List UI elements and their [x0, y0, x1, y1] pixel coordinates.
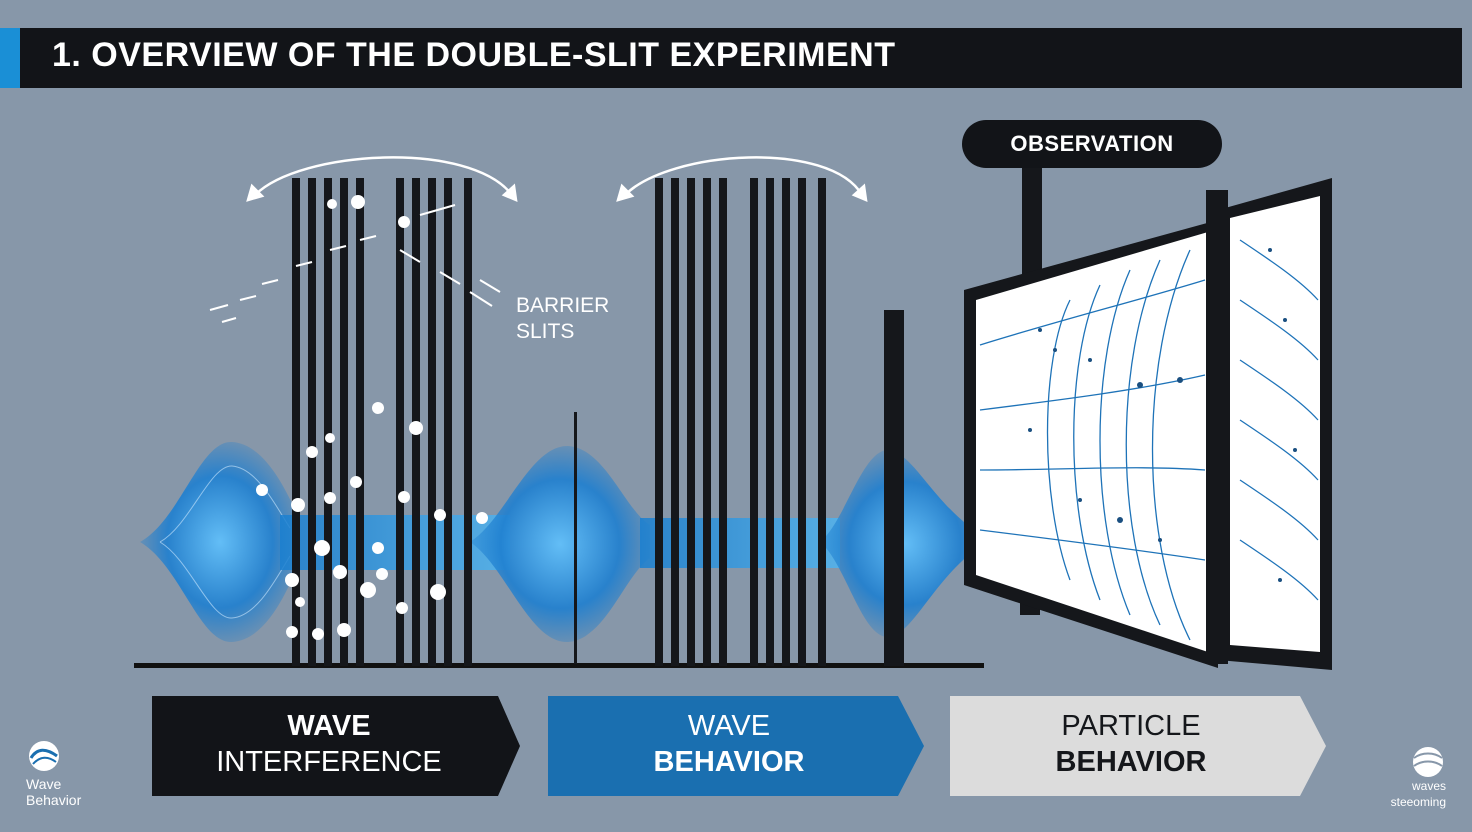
- particle-dashes: [209, 204, 501, 323]
- banner-2-line2: BEHAVIOR: [653, 746, 805, 778]
- screen-mount: [1022, 160, 1042, 280]
- banner-1-line1: WAVE: [287, 710, 371, 742]
- ground-line: [134, 663, 984, 668]
- wave-lobe-1: [140, 441, 300, 643]
- observation-label: OBSERVATION: [962, 120, 1222, 168]
- logo-right-line1: waves: [1411, 779, 1446, 793]
- banner-wave-interference-text: WAVE INTERFERENCE: [152, 708, 506, 780]
- title-bar: [20, 28, 1462, 88]
- page-title: 1. OVERVIEW OF THE DOUBLE-SLIT EXPERIMEN…: [52, 36, 896, 74]
- oscillation-arrow-left: [246, 156, 518, 202]
- banner-particle-behavior: [950, 696, 1326, 796]
- particles: [256, 195, 488, 640]
- wave-lobe-3: [820, 450, 990, 638]
- banner-wave-behavior-text: WAVE BEHAVIOR: [548, 708, 910, 780]
- logo-left-text: Wave Behavior: [26, 776, 81, 808]
- logo-right-text: waves steeoming: [1366, 778, 1446, 810]
- globe-logo-icon: [1413, 747, 1443, 777]
- detector-post: [884, 310, 904, 666]
- banner-3-line1: PARTICLE: [1061, 710, 1201, 742]
- barrier-label-line1: BARRIER: [516, 294, 610, 317]
- wave-logo-icon: [29, 741, 59, 771]
- observation-screen: [964, 178, 1332, 670]
- logo-left-line2: Behavior: [26, 792, 82, 808]
- banner-wave-behavior: [548, 696, 924, 796]
- banner-2-line1: WAVE: [687, 710, 771, 742]
- interference-pattern: [979, 239, 1319, 641]
- banner-1-line2: INTERFERENCE: [216, 746, 442, 778]
- beam-2: [640, 518, 840, 568]
- screen-dots: [1028, 248, 1297, 582]
- oscillation-arrow-right: [616, 156, 868, 202]
- banner-particle-behavior-text: PARTICLE BEHAVIOR: [950, 708, 1312, 780]
- banner-wave-interference: [152, 696, 520, 796]
- logo-left-line1: Wave: [26, 776, 62, 792]
- logo-right-line2: steeoming: [1390, 795, 1446, 809]
- barrier-slits-middle: [655, 178, 826, 666]
- thin-post: [574, 412, 577, 664]
- wave-lobe-2: [470, 445, 650, 643]
- barrier-label-line2: SLITS: [516, 320, 575, 343]
- banner-3-line2: BEHAVIOR: [1055, 746, 1207, 778]
- title-accent-bar: [0, 28, 20, 88]
